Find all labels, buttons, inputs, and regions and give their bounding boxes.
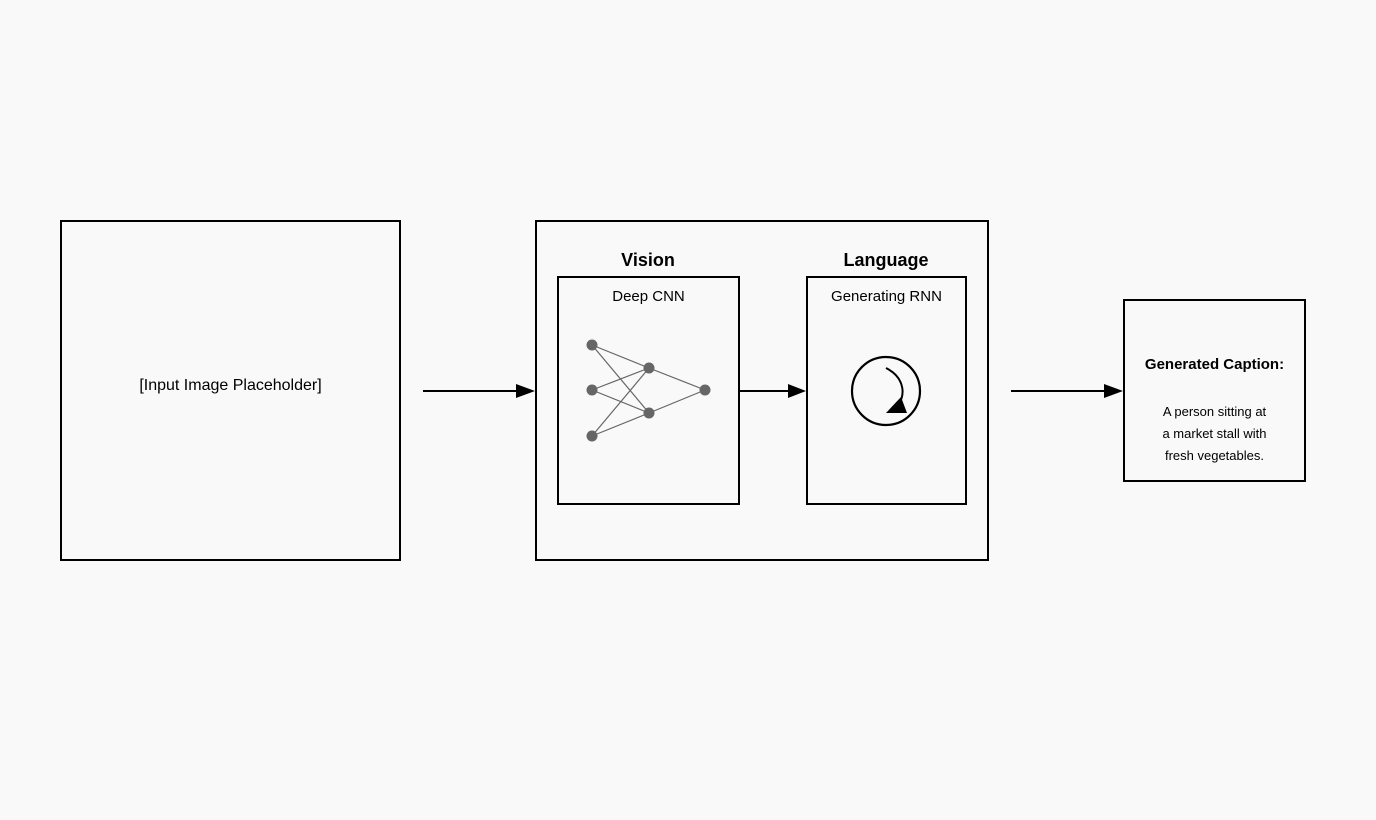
caption-line: a market stall with	[1162, 426, 1267, 441]
language-subtitle: Generating RNN	[831, 288, 942, 305]
recurrent-loop-icon	[850, 355, 922, 427]
arrow-model-to-caption	[1011, 384, 1123, 398]
caption-box: Generated Caption: A person sitting at a…	[1123, 299, 1306, 482]
vision-title: Vision	[621, 250, 675, 270]
network-node	[699, 384, 711, 396]
network-node	[643, 407, 655, 419]
caption-title: Generated Caption:	[1144, 356, 1285, 373]
network-node	[586, 430, 598, 442]
vision-subtitle: Deep CNN	[612, 288, 685, 305]
arrow-input-to-model	[423, 384, 535, 398]
network-node	[643, 362, 655, 374]
network-node	[586, 339, 598, 351]
caption-text: A person sitting at a market stall with …	[1135, 401, 1294, 467]
network-node	[586, 384, 598, 396]
input-image-label: [Input Image Placeholder]	[139, 377, 322, 394]
caption-line: A person sitting at	[1162, 404, 1267, 419]
arrow-vision-to-language	[740, 384, 806, 398]
neural-network-icon	[586, 339, 711, 442]
language-rnn-box: Generating RNN	[806, 276, 967, 505]
vision-cnn-box: Deep CNN	[557, 276, 740, 505]
language-title: Language	[843, 250, 929, 270]
input-image-box: [Input Image Placeholder]	[60, 220, 401, 561]
caption-line: fresh vegetables.	[1164, 448, 1264, 463]
model-container	[535, 220, 989, 561]
